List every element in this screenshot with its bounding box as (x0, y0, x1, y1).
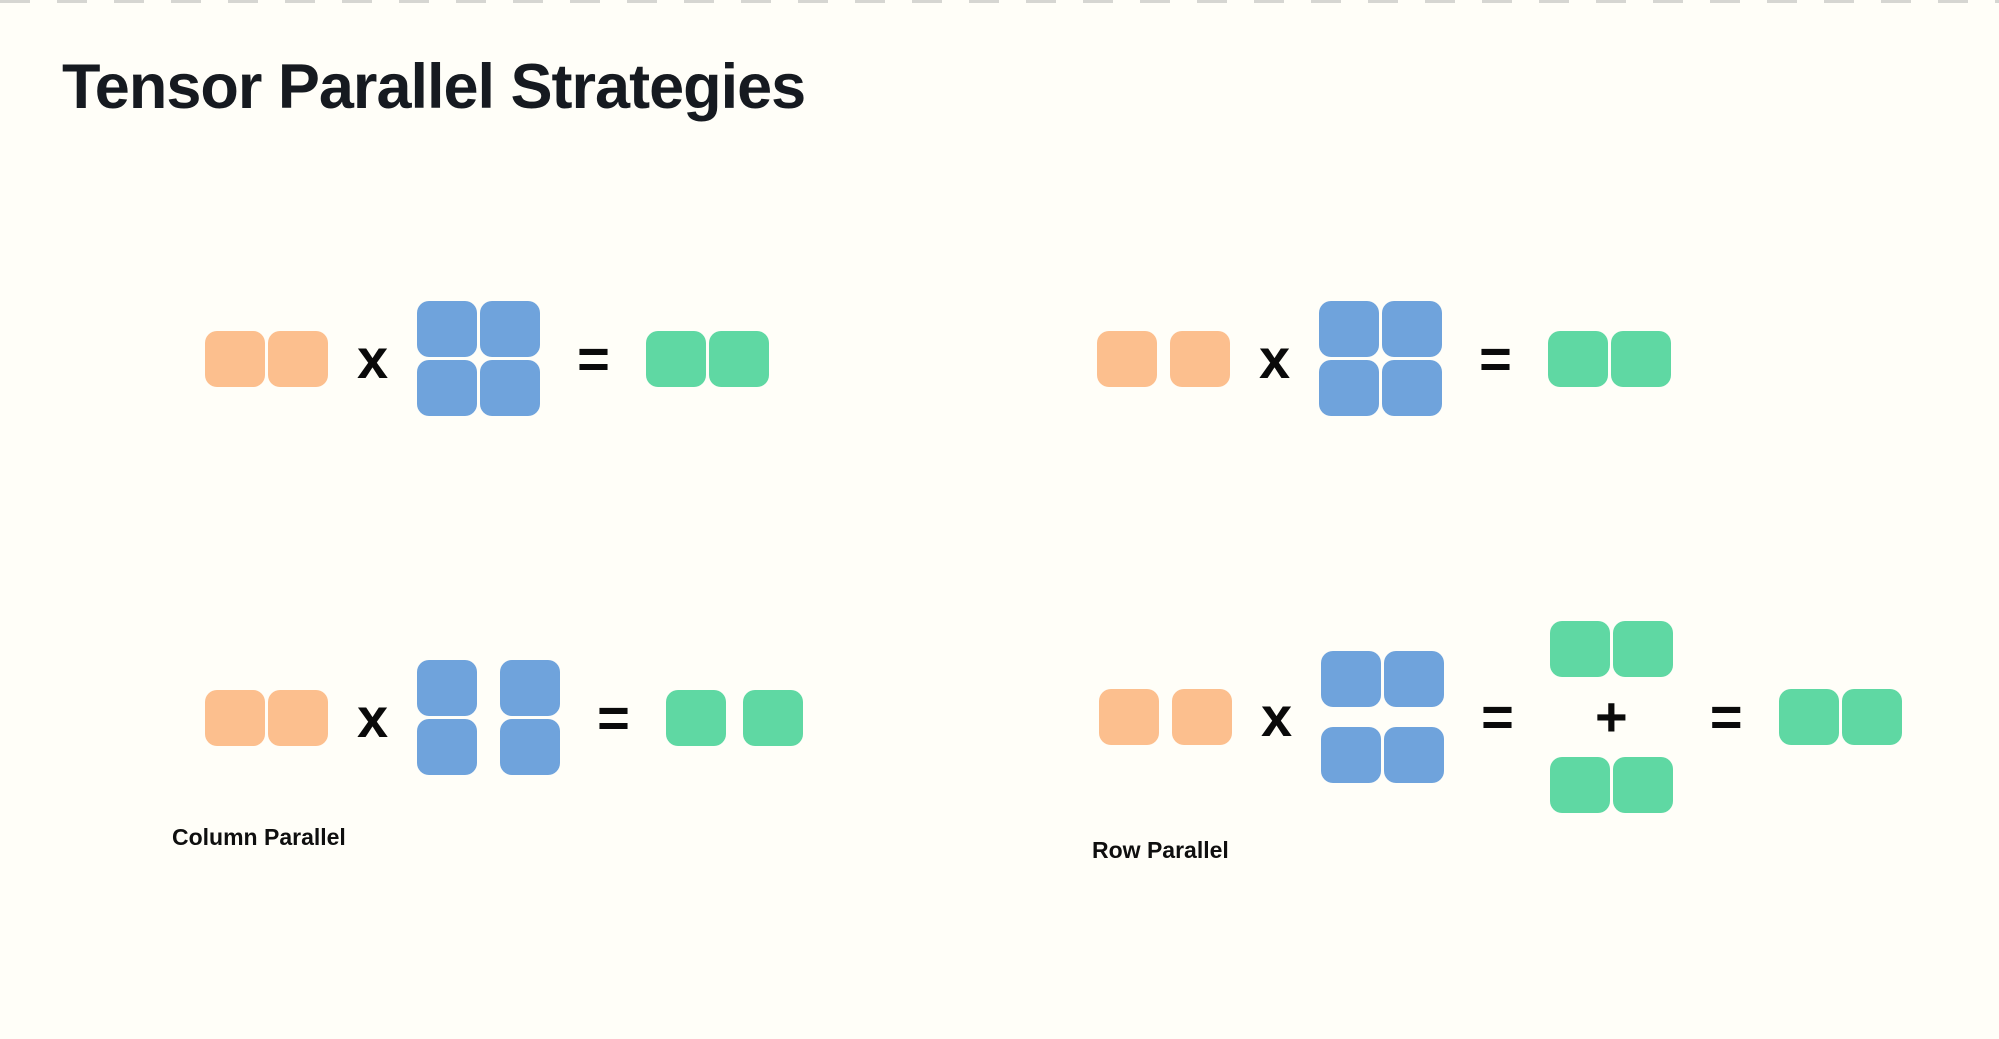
equals-operator: = (1481, 685, 1514, 748)
weight-block (417, 360, 478, 416)
weight-block (1382, 360, 1443, 416)
output-block (1547, 330, 1608, 387)
partial-outputs-stack: + (1549, 621, 1673, 813)
column-parallel-label: Column Parallel (172, 824, 346, 850)
output-block (708, 330, 769, 387)
output-block (645, 330, 706, 387)
diagram-row-parallel: x = + = (1099, 620, 1902, 814)
equals-operator: = (1479, 326, 1512, 390)
input-block (205, 689, 265, 746)
diagram-column-parallel: x = (205, 660, 803, 775)
input-block (1097, 330, 1157, 387)
input-block (205, 330, 265, 387)
row-parallel-label: Row Parallel (1092, 837, 1229, 863)
equals-operator: = (577, 326, 610, 390)
weight-block (480, 301, 541, 357)
weight-block (500, 660, 561, 716)
diagram-unsplit-split-input: x = (1097, 301, 1671, 416)
weight-block (480, 360, 541, 416)
input-block (1099, 689, 1159, 745)
output-vector (1547, 330, 1671, 387)
input-vector (205, 330, 328, 387)
top-dashed-border (0, 0, 1999, 3)
input-vector (1097, 330, 1230, 387)
weight-block (417, 301, 478, 357)
equals-operator: = (1709, 685, 1743, 748)
output-block (1549, 757, 1610, 813)
weight-block (1321, 727, 1382, 783)
output-vector (645, 330, 769, 387)
input-block (268, 689, 328, 746)
weight-block (500, 719, 561, 775)
page-title: Tensor Parallel Strategies (62, 52, 806, 122)
input-block (1172, 689, 1232, 745)
diagram-unsplit-joined-input: x = (205, 301, 769, 416)
multiply-operator: x (357, 685, 389, 749)
output-block (1841, 689, 1902, 745)
output-vector-split (665, 689, 803, 746)
output-block (1610, 330, 1671, 387)
weight-block (417, 719, 478, 775)
output-block (1612, 621, 1673, 677)
weight-matrix-column-split (417, 660, 561, 775)
output-block (1549, 621, 1610, 677)
input-block (268, 330, 328, 387)
multiply-operator: x (1259, 326, 1291, 390)
weight-block (1319, 360, 1380, 416)
weight-block (1384, 651, 1445, 707)
output-block (1612, 757, 1673, 813)
multiply-operator: x (1261, 685, 1293, 748)
weight-block (417, 660, 478, 716)
output-block (665, 689, 726, 746)
weight-block (1321, 651, 1382, 707)
input-vector (205, 689, 328, 746)
weight-block (1384, 727, 1445, 783)
weight-matrix (417, 301, 541, 416)
input-vector (1099, 689, 1232, 745)
output-block (1778, 689, 1839, 745)
weight-matrix (1319, 301, 1443, 416)
partial-output-vector (1549, 757, 1673, 813)
weight-matrix-row-split (1321, 651, 1445, 783)
plus-operator: + (1595, 685, 1628, 748)
equals-operator: = (597, 685, 630, 749)
input-block (1170, 330, 1230, 387)
output-block (742, 689, 803, 746)
weight-block (1382, 301, 1443, 357)
partial-output-vector (1549, 621, 1673, 677)
output-vector (1778, 689, 1902, 745)
weight-block (1319, 301, 1380, 357)
multiply-operator: x (357, 326, 389, 390)
